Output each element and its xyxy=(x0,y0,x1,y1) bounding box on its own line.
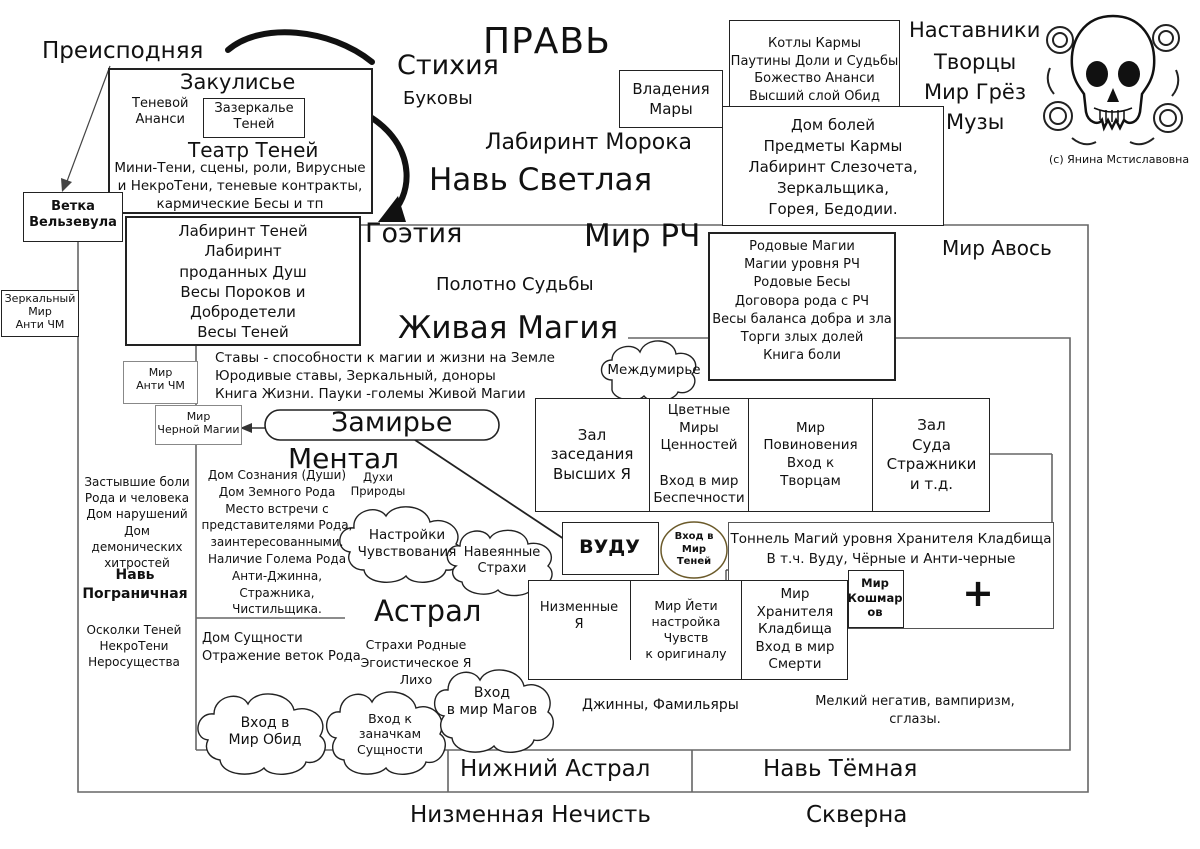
title-preispodnyaya: Преисподняя xyxy=(42,38,204,64)
dzhinny-text: Джинны, Фамильяры xyxy=(582,697,739,713)
title-mental: Ментал xyxy=(288,442,400,475)
zerkalny-mir-label: Зеркальный Мир Анти ЧМ xyxy=(4,292,76,332)
title-mir-rch: Мир РЧ xyxy=(584,218,701,254)
tonnel-text: Тоннель Магий уровня Хранителя Кладбища … xyxy=(730,531,1052,567)
zakulise-title: Закулисье xyxy=(180,70,296,94)
label-stikhiya: Стихия xyxy=(397,50,499,81)
zakulise-desc: Мини-Тени, сцены, роли, Вирусные и Некро… xyxy=(114,160,366,213)
label-bukovy: Буковы xyxy=(403,88,473,109)
skull-logo xyxy=(1043,14,1183,146)
vkhod-teney: Вход в Мир Теней xyxy=(674,531,714,568)
cloud-magov-label: Вход в мир Магов xyxy=(446,684,538,719)
mir-chernoy-label: Мир Черной Магии xyxy=(157,410,240,437)
title-skverna: Скверна xyxy=(806,802,908,828)
vetka-label: Ветка Вельзевула xyxy=(29,199,117,230)
halls-row xyxy=(535,398,990,512)
karma-box: Котлы Кармы Паутины Доли и Судьбы Божест… xyxy=(729,20,900,112)
zakulise-box: Закулисье Теневой Ананси Зазеркалье Тене… xyxy=(108,68,373,214)
cell-mir-yeti: Мир Йети настройка Чувств к оригиналу xyxy=(631,580,742,680)
teneviy-anansi: Теневой Ананси xyxy=(132,96,189,127)
mary-label: Владения Мары xyxy=(632,80,710,119)
mir-anti-chm-label: Мир Анти ЧМ xyxy=(136,366,185,393)
label-tvortsy: Творцы xyxy=(934,50,1017,74)
mir-chernoy-box: Мир Черной Магии xyxy=(155,405,242,445)
lower-cells-row xyxy=(528,580,848,680)
mary-box: Владения Мары xyxy=(619,70,723,128)
karma-label: Котлы Кармы Паутины Доли и Судьбы Божест… xyxy=(730,36,899,104)
dukhi-text: Духи Природы xyxy=(350,470,406,498)
title-nizhniy-astral: Нижний Астрал xyxy=(460,756,651,782)
hall-court: Зал Суда Стражники и т.д. xyxy=(886,416,977,493)
negativ-text: Мелкий негатив, вампиризм, сглазы. xyxy=(815,694,1015,728)
title-nav-light: Навь Светлая xyxy=(429,162,653,198)
cell-mir-khranitelya: Мир Хранителя Кладбища Вход в мир Смерти xyxy=(755,586,835,673)
rodovye-box: Родовые Магии Магии уровня РЧ Родовые Бе… xyxy=(708,232,896,381)
bolei-box: Дом болей Предметы Кармы Лабиринт Слезоч… xyxy=(722,106,944,226)
mir-anti-chm-box: Мир Анти ЧМ xyxy=(123,361,198,404)
hall-obedience: Мир Повиновения Вход к Творцам xyxy=(749,398,873,512)
vetka-box: Ветка Вельзевула xyxy=(23,192,123,242)
oskolki-text: Осколки Теней НекроТени Неросущества xyxy=(86,623,182,670)
title-goetia: Гоэтия xyxy=(365,218,463,249)
labirint-box: Лабиринт Теней Лабиринт проданных Душ Ве… xyxy=(125,216,361,346)
plus-sign: + xyxy=(962,571,994,616)
label-nastavniki: Наставники xyxy=(909,18,1041,42)
cloud-obid-label: Вход в Мир Обид xyxy=(228,714,302,749)
title-nizmennaya-nechist: Низменная Нечисть xyxy=(410,802,651,828)
title-zamirye: Замирье xyxy=(331,407,453,438)
zerkalny-mir-box: Зеркальный Мир Анти ЧМ xyxy=(1,290,79,337)
title-nav-dark: Навь Тёмная xyxy=(763,756,918,782)
theatre-title: Театр Теней xyxy=(188,138,319,162)
cell-nizmennye-ya: Низменные Я xyxy=(528,580,631,660)
label-muzy: Музы xyxy=(946,110,1005,134)
zazerkale-box: Зазеркалье Теней xyxy=(203,98,305,138)
cloud-zanachki-label: Вход к заначкам Сущности xyxy=(357,710,423,757)
label-polotno: Полотно Судьбы xyxy=(436,274,594,295)
cloud-nastroiki-label: Настройки Чувствования xyxy=(357,527,457,560)
vudu-label: ВУДУ xyxy=(579,536,640,559)
title-mir-avos: Мир Авось xyxy=(942,236,1052,260)
labirint-label: Лабиринт Теней Лабиринт проданных Душ Ве… xyxy=(178,222,308,342)
nav-pogranichnaya: Навь Пограничная xyxy=(82,567,188,602)
cloud-mezhdumirye-label: Междумирье xyxy=(607,361,701,378)
zazerkale-label: Зазеркалье Теней xyxy=(214,101,294,132)
dom-sushchnosti-text: Дом Сущности Отражение веток Рода xyxy=(202,631,361,664)
strakhi-text: Страхи Родные Эгоистическое Я Лихо xyxy=(360,637,472,687)
vudu-box: ВУДУ xyxy=(562,522,659,575)
title-zhivaya-magiya: Живая Магия xyxy=(398,310,619,346)
label-mir-grez: Мир Грёз xyxy=(924,80,1026,104)
dom-soznaniya-text: Дом Сознания (Души) Дом Земного Рода Мес… xyxy=(201,468,353,617)
copyright: (c) Янина Мстиславовна xyxy=(1049,153,1190,166)
zastyvshie-text: Застывшие боли Рода и человека Дом наруш… xyxy=(84,475,190,570)
title-prav: ПРАВЬ xyxy=(483,21,611,62)
title-astral: Астрал xyxy=(374,594,482,628)
label-labirint-moroka: Лабиринт Морока xyxy=(485,130,692,155)
koshmarov-label: Мир Кошмар ов xyxy=(847,576,903,620)
bolei-label: Дом болей Предметы Кармы Лабиринт Слезоч… xyxy=(748,116,918,218)
hall-sessions: Зал заседания Высших Я xyxy=(535,398,650,512)
hall-colored-worlds: Цветные Миры Ценностей Вход в мир Беспеч… xyxy=(650,398,749,512)
rodovye-label: Родовые Магии Магии уровня РЧ Родовые Бе… xyxy=(712,239,892,364)
stavy-text: Ставы - способности к магии и жизни на З… xyxy=(215,350,555,403)
koshmarov-box: Мир Кошмар ов xyxy=(848,570,904,628)
cloud-naveyannye-label: Навеянные Страхи xyxy=(463,544,541,576)
